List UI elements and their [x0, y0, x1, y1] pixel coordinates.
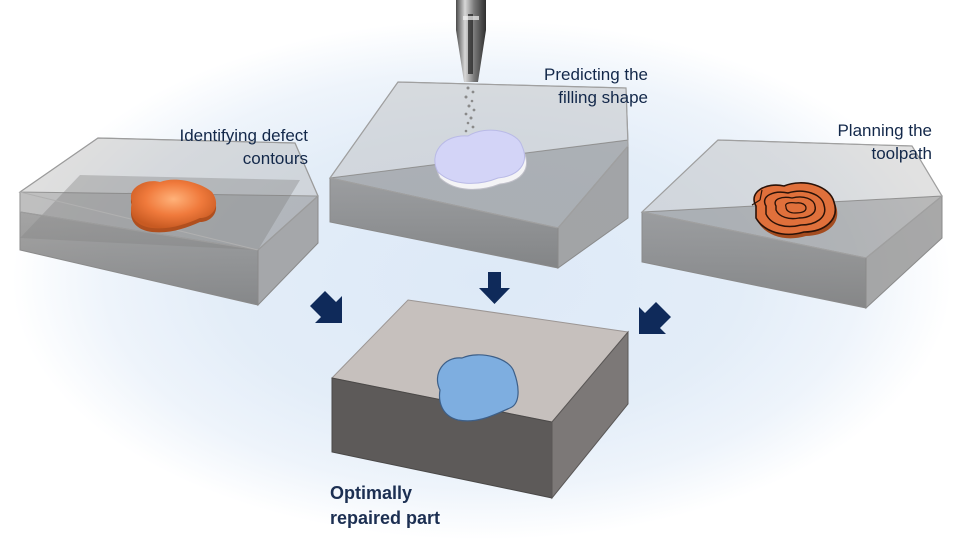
label-identifying-defect-contours: Identifying defect contours	[179, 126, 308, 168]
repaired-patch	[436, 354, 519, 422]
arrow-right-diagonal	[639, 302, 671, 334]
arrow-center-down	[479, 272, 510, 304]
arrow-left-diagonal	[310, 291, 342, 323]
filling-shape	[434, 129, 527, 190]
label-optimally-repaired-part: Optimally repaired part	[330, 483, 441, 528]
nozzle	[456, 0, 486, 82]
label-planning-toolpath: Planning the toolpath	[837, 121, 932, 163]
block-right	[640, 139, 943, 310]
label-predicting-filling-shape: Predicting the filling shape	[544, 65, 648, 107]
toolpath-shape	[751, 182, 838, 239]
powder-stream	[464, 86, 476, 133]
block-center	[328, 81, 629, 269]
defect-contour-shape	[130, 179, 217, 233]
block-left	[18, 137, 319, 307]
